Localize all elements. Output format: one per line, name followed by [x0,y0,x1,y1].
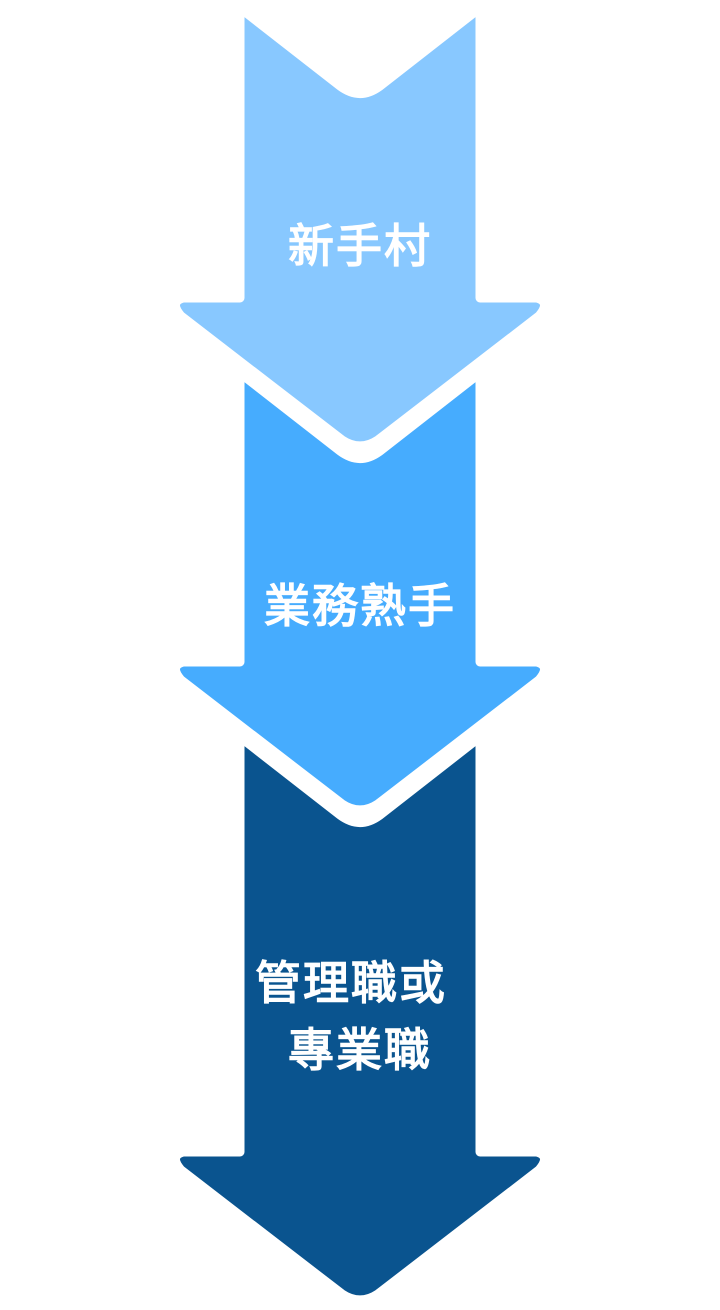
stage-3-label-line-1: 管理職或 [255,956,447,1010]
stage-2-arrow [171,368,549,815]
stage-3-arrow [171,732,549,1305]
stage-1: 新手村 [171,3,549,451]
stage-1-arrow [171,3,549,451]
stage-1-label: 新手村 [288,219,432,273]
stage-1-label-line-1: 新手村 [288,219,432,273]
stage-3-label-line-2: 專業職 [288,1023,432,1077]
stage-3: 管理職或 專業職 [171,732,549,1305]
stage-2: 業務熟手 [171,368,549,815]
stage-2-label: 業務熟手 [264,579,456,633]
stage-2-label-line-1: 業務熟手 [264,579,456,633]
stage-3-label: 管理職或 專業職 [255,956,465,1077]
